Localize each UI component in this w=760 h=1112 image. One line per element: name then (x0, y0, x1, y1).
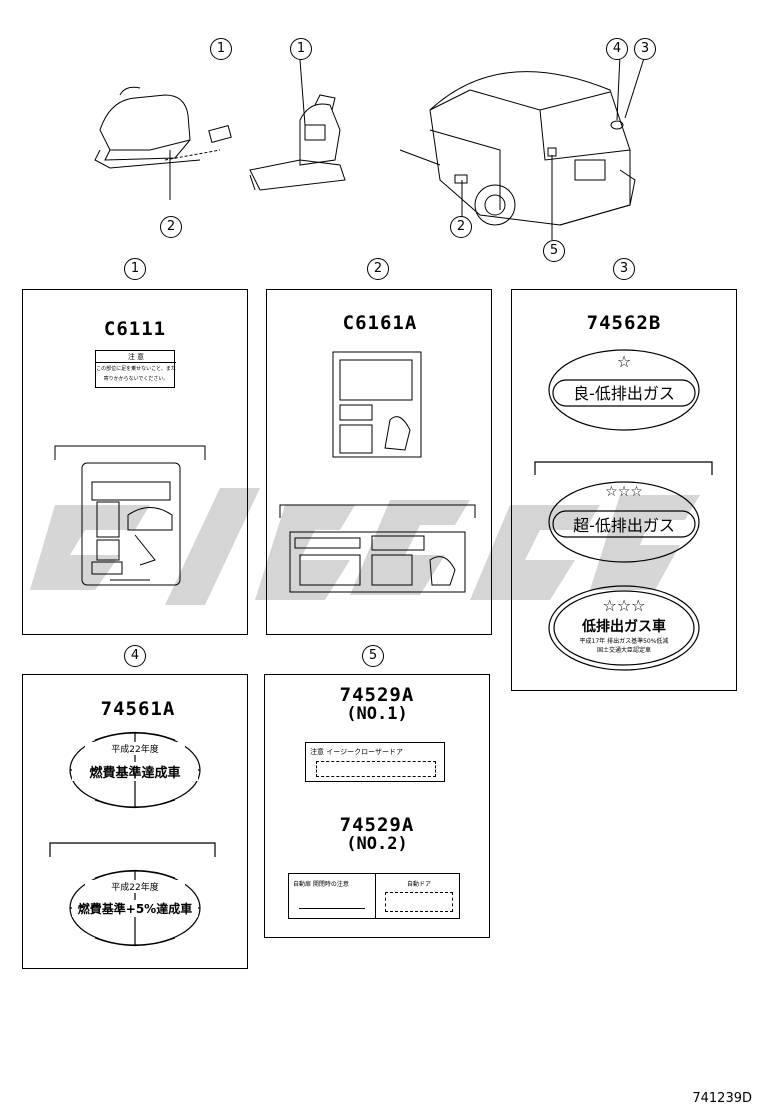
panel5-part-number-1: 74529A (339, 684, 415, 706)
callout-1-seat-center: 1 (290, 38, 312, 60)
van-illustration (399, 54, 646, 240)
panel3-oval3-main: 低排出ガス車 (582, 619, 666, 635)
panel3-oval3-line2: 国土交通大臣認定車 (596, 647, 651, 654)
panel1-callout: 1 (124, 258, 146, 280)
panel3-star-1: ☆ (616, 352, 632, 371)
callout-5-van: 5 (543, 240, 565, 262)
callout-2-seat-left: 2 (160, 216, 182, 238)
panel5-label-no1: 注意 イージークローザードア (305, 742, 445, 782)
panel-1 (22, 289, 248, 635)
callout-4-van: 4 (606, 38, 628, 60)
panel5-label1-text: 注意 イージークローザードア (310, 748, 403, 756)
panel1-warning-label: 注 意 この部位に足を乗せないこと、また 寄りかからないでください。 (95, 350, 176, 388)
callout-3-van: 3 (634, 38, 656, 60)
panel3-stars-2: ☆☆☆ (605, 484, 643, 500)
panel1-label-line2: 寄りかからないでください。 (103, 376, 169, 382)
panel-5 (264, 674, 490, 938)
callout-1-seat-left: 1 (210, 38, 232, 60)
panel1-graphics (54, 445, 206, 586)
panel3-stars-3: ☆☆☆ (602, 596, 646, 615)
panel3-oval1-text: 良-低排出ガス (573, 384, 675, 403)
seat-illustration-center (249, 59, 346, 191)
panel3-graphics (534, 349, 713, 671)
panel-4 (22, 674, 248, 969)
panel3-part-number: 74562B (586, 312, 662, 334)
panel4-part-number: 74561A (100, 698, 176, 720)
panel3-callout: 3 (613, 258, 635, 280)
panel5-part-number-2: 74529A (339, 814, 415, 836)
panel2-graphics (279, 351, 476, 593)
panel3-oval2-text: 超-低排出ガス (573, 516, 675, 535)
panel3-oval3-line1: 平成17年 排出ガス基準50%低減 (579, 638, 669, 645)
seat-illustration-left (94, 86, 232, 200)
panel4-callout: 4 (124, 645, 146, 667)
panel5-label2-right: 自動ドア (406, 881, 431, 888)
panel1-label-header: 注 意 (96, 352, 176, 363)
panel2-callout: 2 (367, 258, 389, 280)
watermark-logo (30, 488, 700, 605)
panel5-callout: 5 (362, 645, 384, 667)
diagram-code: 741239D (692, 1091, 752, 1106)
panel5-label2-left: 自動扉 開閉時の注意 (293, 881, 349, 888)
callout-2-van: 2 (450, 216, 472, 238)
panel-2 (266, 289, 492, 635)
panel5-label-no2: 自動扉 開閉時の注意 自動ドア (288, 873, 460, 919)
panel5-sub-1: (NO.1) (346, 704, 408, 724)
panel5-label2-left-box (299, 896, 365, 909)
panel2-part-number: C6161A (342, 312, 418, 334)
panel5-label1-inner-box (316, 761, 436, 777)
panel4-oval2-top: 平成22年度 (85, 880, 185, 893)
panel5-label2-right-box (385, 892, 453, 912)
panel4-oval1-top: 平成22年度 (85, 742, 185, 755)
panel4-oval2-main: 燃費基準+5%達成車 (72, 900, 198, 917)
panel-3 (511, 289, 737, 691)
panel5-label2-divider (375, 874, 376, 918)
panel1-part-number: C6111 (103, 318, 167, 340)
panel5-sub-2: (NO.2) (346, 834, 408, 854)
panel4-oval1-main: 燃費基準達成車 (72, 762, 198, 781)
panel1-label-line1: この部位に足を乗せないこと、また (96, 366, 176, 372)
